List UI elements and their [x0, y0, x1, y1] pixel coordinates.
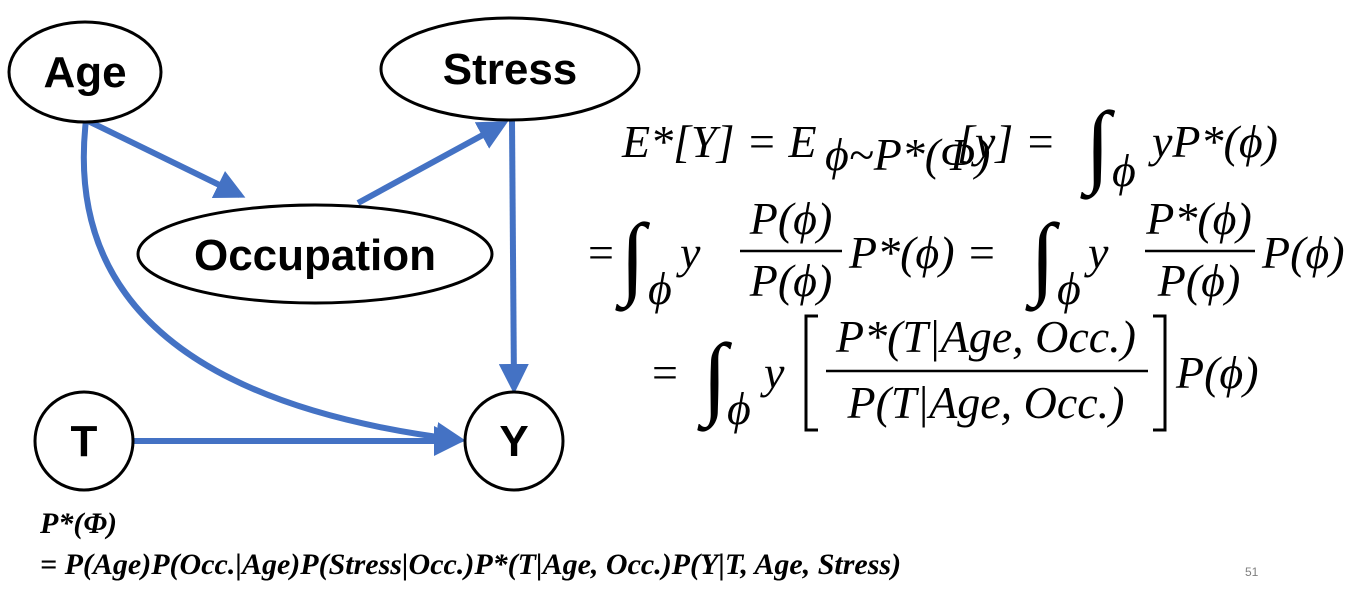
eq3-eq: = — [652, 347, 678, 398]
eq3-after: P(ϕ) — [1175, 347, 1259, 398]
node-y: Y — [463, 390, 565, 492]
eq2-after2: P(ϕ) — [1261, 227, 1345, 278]
eq2-integral-2: ∫ — [1025, 205, 1060, 312]
eq2-y1: y — [676, 227, 701, 278]
eq2-frac2-den: P(ϕ) — [1157, 255, 1241, 306]
eq2-after1: P*(ϕ) = — [848, 227, 997, 278]
factorization-rhs: = P(Age)P(Occ.|Age)P(Stress|Occ.)P*(T|Ag… — [40, 548, 901, 581]
eq2-int1-sub: ϕ — [648, 263, 672, 314]
eq1-integral: ∫ — [1080, 93, 1115, 200]
eq3-frac-den: P(T|Age, Occ.) — [846, 377, 1124, 428]
equation-line-2: = ∫ ϕ y P(ϕ) P(ϕ) P*(ϕ) = ∫ ϕ y P*(ϕ) P(… — [588, 193, 1345, 314]
eq3-frac-num: P*(T|Age, Occ.) — [835, 311, 1136, 362]
node-occupation-label: Occupation — [194, 231, 436, 280]
edges — [80, 117, 529, 456]
edge-age-y — [80, 119, 466, 452]
eq1-rhs: yP*(ϕ) — [1148, 116, 1278, 167]
factorization-lhs: P*(Φ) — [39, 507, 117, 540]
node-stress: Stress — [379, 16, 641, 122]
eq1-mid: [y] = — [957, 116, 1056, 167]
node-age-label: Age — [43, 48, 126, 97]
node-age: Age — [7, 20, 163, 124]
eq1-int-sub: ϕ — [1112, 145, 1136, 196]
eq3-left-bracket — [804, 314, 818, 432]
eq1-lhs: E*[Y] = E — [621, 116, 817, 167]
eq3-integral: ∫ — [697, 325, 732, 432]
eq3-int-sub: ϕ — [727, 383, 751, 434]
equation-line-1: E*[Y] = E ϕ~P*(Φ) [y] = ∫ ϕ yP*(ϕ) — [621, 93, 1278, 200]
eq3-right-bracket — [1153, 314, 1167, 432]
eq2-integral-1: ∫ — [615, 205, 650, 312]
eq2-int2-sub: ϕ — [1057, 263, 1081, 314]
eq1-subscript: ϕ~P*(Φ) — [825, 129, 990, 180]
eq3-y: y — [760, 347, 785, 398]
node-occupation: Occupation — [136, 203, 494, 305]
edge-occupation-stress — [356, 121, 509, 206]
equation-line-3: = ∫ ϕ y P*(T|Age, Occ.) P(T|Age, Occ.) P… — [652, 311, 1259, 434]
eq2-eq: = — [588, 227, 614, 278]
node-t-label: T — [71, 417, 98, 466]
eq2-frac2-num: P*(ϕ) — [1145, 193, 1252, 244]
slide-number: 51 — [1245, 565, 1259, 579]
eq2-frac1-num: P(ϕ) — [749, 193, 833, 244]
eq2-y2: y — [1084, 227, 1109, 278]
node-y-label: Y — [499, 417, 528, 466]
edge-stress-y — [498, 120, 529, 394]
eq2-frac1-den: P(ϕ) — [749, 255, 833, 306]
factorization: P*(Φ) = P(Age)P(Occ.|Age)P(Stress|Occ.)P… — [39, 507, 901, 581]
node-stress-label: Stress — [443, 45, 578, 94]
node-t: T — [33, 390, 135, 492]
edge-age-occupation — [84, 117, 246, 198]
